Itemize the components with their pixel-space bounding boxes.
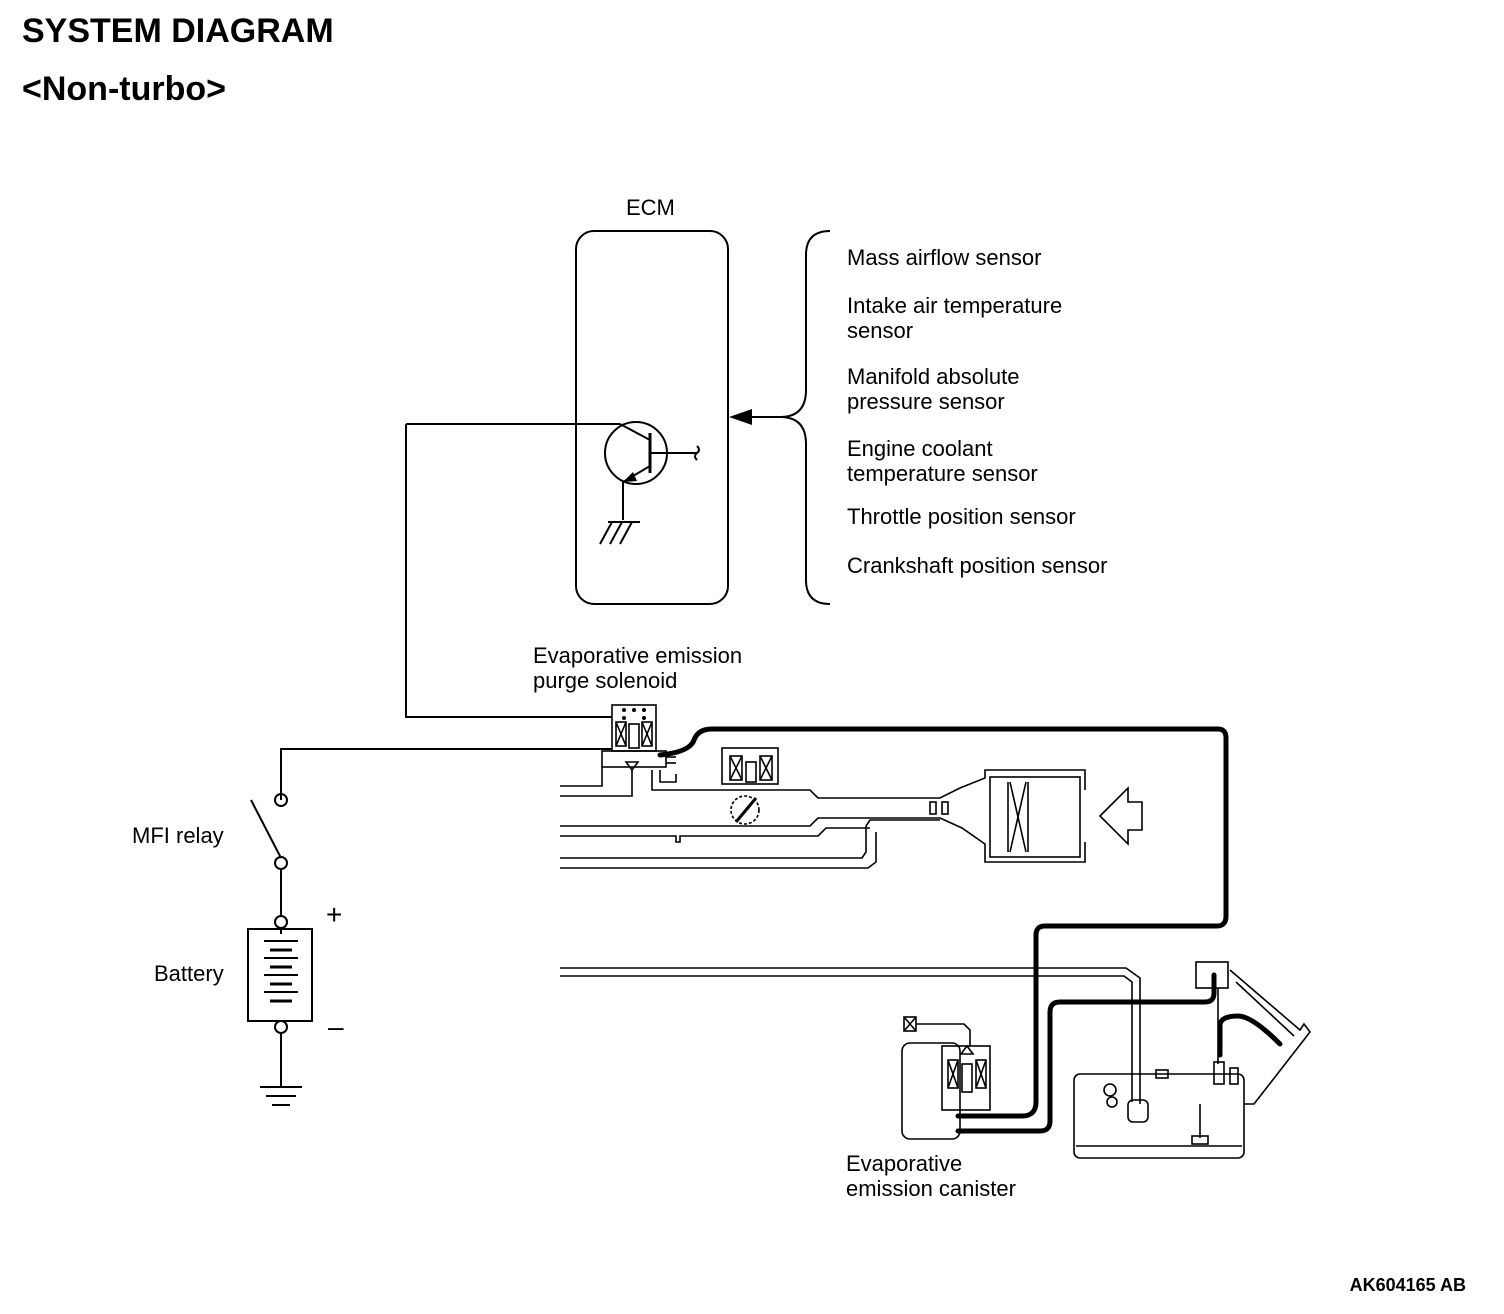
canister-label: Evaporative emission canister	[846, 1151, 1016, 1201]
filler-hose	[1217, 1013, 1283, 1058]
sensor-label-manifold-absolute-pressure: Manifold absolute pressure sensor	[847, 364, 1020, 414]
ecm-box	[575, 230, 729, 605]
ecm-ground-icon	[599, 521, 640, 545]
battery-icon	[247, 915, 313, 1087]
figure-code: AK604165 AB	[1349, 1275, 1466, 1295]
page-subtitle: <Non-turbo>	[22, 70, 226, 108]
air-intake-arrow-icon	[1098, 786, 1143, 846]
sensor-input-brace	[729, 230, 831, 605]
battery-minus-label: –	[328, 1011, 344, 1042]
purge-hose	[657, 726, 1229, 1119]
battery-plus-label: +	[326, 899, 343, 930]
canister-icon	[901, 1016, 991, 1140]
sensor-label-intake-air-temperature: Intake air temperature sensor	[847, 293, 1063, 343]
vent-hose	[955, 972, 1217, 1134]
purge-solenoid-label: Evaporative emission purge solenoid	[533, 643, 743, 693]
fuel-tank-icon	[1073, 961, 1312, 1159]
throttle-valve-icon	[730, 795, 760, 825]
battery-ground-icon	[260, 1086, 302, 1106]
fuel-line	[560, 967, 1141, 1104]
ecm-transistor-symbol	[406, 421, 700, 520]
relay-to-solenoid-wire	[280, 748, 612, 800]
ecm-to-solenoid-wire	[405, 424, 612, 718]
mfi-relay-switch-icon	[250, 793, 288, 916]
sensor-label-mass-airflow: Mass airflow sensor	[847, 245, 1042, 270]
map-sensor-icon	[721, 747, 779, 785]
page-title: SYSTEM DIAGRAM	[22, 12, 334, 50]
purge-solenoid-icon	[601, 704, 676, 772]
ecm-label: ECM	[626, 195, 675, 220]
mfi-relay-label: MFI relay	[132, 823, 224, 848]
sensor-label-engine-coolant-temperature: Engine coolant temperature sensor	[847, 436, 1038, 486]
sensor-label-throttle-position: Throttle position sensor	[847, 504, 1076, 529]
intake-manifold	[560, 766, 1086, 869]
sensor-label-crankshaft-position: Crankshaft position sensor	[847, 553, 1108, 578]
battery-label: Battery	[154, 961, 224, 986]
